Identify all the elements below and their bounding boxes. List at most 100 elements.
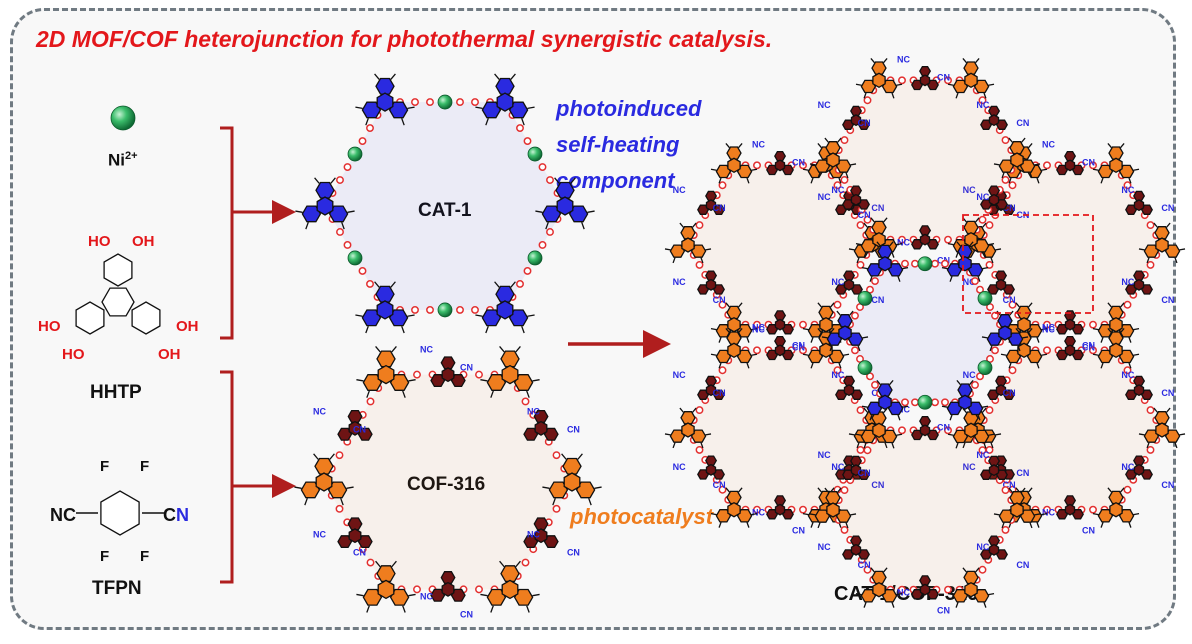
methyl-stub xyxy=(366,390,370,398)
framework-node xyxy=(1092,143,1140,184)
center-ring xyxy=(826,152,840,168)
methyl-stub xyxy=(535,210,543,213)
outer-ring xyxy=(919,415,932,427)
nc-tag: NC xyxy=(527,530,540,540)
cn-tag: CN xyxy=(1016,210,1029,220)
center-ring xyxy=(377,364,395,385)
methyl-stub xyxy=(521,118,525,126)
methyl-stub xyxy=(692,222,697,228)
methyl-stub xyxy=(1008,137,1013,143)
center-ring xyxy=(681,422,695,438)
oxygen-link xyxy=(516,124,524,133)
methyl-stub xyxy=(475,106,483,110)
methyl-stub xyxy=(802,353,809,356)
methyl-stub xyxy=(526,605,530,613)
interface-highlight-box xyxy=(962,214,1094,314)
nickel-ion xyxy=(527,250,543,266)
methyl-stub xyxy=(401,118,405,126)
oxygen-link xyxy=(976,372,984,381)
outer-ring xyxy=(774,495,787,506)
methyl-stub xyxy=(848,248,855,251)
methyl-stub xyxy=(955,602,959,608)
outer-ring xyxy=(1118,349,1135,364)
methyl-stub xyxy=(545,222,549,230)
outer-ring xyxy=(347,517,363,531)
methyl-stub xyxy=(738,302,743,308)
outer-ring xyxy=(1140,204,1153,215)
framework-node xyxy=(809,487,857,529)
center-ring xyxy=(376,92,394,112)
methyl-stub xyxy=(577,453,583,460)
methyl-stub xyxy=(941,405,948,408)
methyl-stub xyxy=(510,73,516,80)
cn-tag: CN xyxy=(1003,203,1016,213)
methyl-stub xyxy=(751,168,758,171)
methyl-stub xyxy=(1001,172,1005,179)
oxygen-link xyxy=(941,398,949,407)
methyl-stub xyxy=(664,433,671,436)
oxygen-link xyxy=(986,355,994,363)
cn-tag: CN xyxy=(792,157,805,167)
oxygen-link xyxy=(343,241,352,249)
oxygen-link xyxy=(1146,221,1155,230)
outer-ring xyxy=(712,389,725,400)
oxygen-link xyxy=(978,96,987,105)
oxygen-link xyxy=(985,406,994,415)
methyl-stub xyxy=(346,486,354,489)
cn-tag: CN xyxy=(353,548,366,558)
outer-ring xyxy=(361,101,382,119)
oxygen-link xyxy=(366,279,374,288)
methyl-stub xyxy=(1000,353,1007,356)
hhtp-ho-bottom-left: HO xyxy=(62,346,85,363)
outer-ring xyxy=(995,469,1008,480)
nickel-ion xyxy=(857,360,873,376)
oxygen-link xyxy=(1043,505,1051,514)
linker-ring xyxy=(911,415,939,441)
tfpn-label: TFPN xyxy=(92,578,142,599)
oxygen-link xyxy=(898,76,906,85)
methyl-stub xyxy=(810,177,814,184)
pore-shade xyxy=(978,165,1162,325)
linker-ring xyxy=(842,535,870,560)
outer-ring xyxy=(781,164,794,176)
outer-ring xyxy=(926,239,939,250)
nc-tag: NC xyxy=(420,345,433,355)
outer-ring xyxy=(1108,490,1124,505)
methyl-stub xyxy=(1008,177,1012,184)
methyl-stub xyxy=(902,405,909,408)
methyl-stub xyxy=(1100,177,1104,184)
outer-ring xyxy=(1056,349,1069,361)
methyl-stub xyxy=(977,276,981,282)
methyl-stub xyxy=(891,252,895,258)
outer-ring xyxy=(669,244,686,258)
nc-tag: NC xyxy=(1121,370,1134,380)
methyl-stub xyxy=(391,560,397,568)
tfpn-molecule xyxy=(76,490,164,536)
methyl-stub xyxy=(850,163,857,166)
center-ring xyxy=(995,384,1007,397)
outer-ring xyxy=(1108,331,1124,345)
linker-ring xyxy=(1125,455,1153,480)
nickel-ion xyxy=(977,360,993,376)
center-ring xyxy=(496,300,514,320)
methyl-stub xyxy=(1015,328,1020,334)
methyl-stub xyxy=(995,248,1002,251)
oxygen-link xyxy=(944,426,952,435)
center-ring xyxy=(441,367,455,383)
oxygen-link xyxy=(944,235,952,244)
methyl-stub xyxy=(705,248,712,251)
nc-tag: NC xyxy=(673,277,686,287)
methyl-stub xyxy=(510,281,516,288)
center-ring xyxy=(705,384,717,397)
methyl-stub xyxy=(408,593,416,597)
framework-node xyxy=(1138,222,1186,264)
outer-ring xyxy=(430,588,446,602)
methyl-stub xyxy=(1120,302,1125,308)
nc-tag: NC xyxy=(313,530,326,540)
framework-node xyxy=(542,453,602,506)
outer-ring xyxy=(842,469,855,480)
cn-tag: CN xyxy=(871,203,884,213)
methyl-stub xyxy=(975,217,980,223)
methyl-stub xyxy=(407,106,415,110)
